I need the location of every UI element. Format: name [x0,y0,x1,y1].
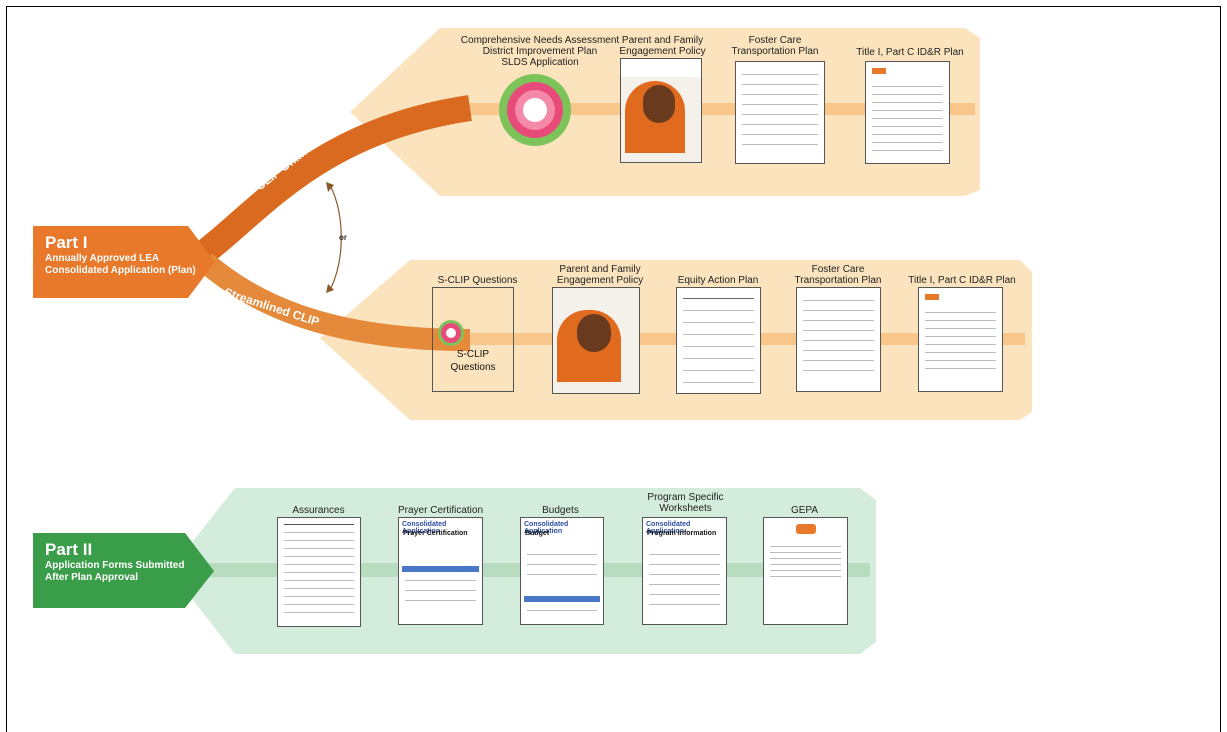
foster-online-label: Foster Care Transportation Plan [725,35,825,57]
psw-doc: Consolidated Application Program Informa… [642,517,727,625]
streamlined-branch [197,253,471,351]
psw-label-2: Worksheets [659,503,712,514]
part2-arrow [33,533,214,608]
frame-border [6,6,1221,732]
psw-form-header: Consolidated Application [646,521,691,535]
sclip-card-line-1: S-CLIP [456,349,490,360]
foster-streamlined-label-2: Transportation Plan [794,275,882,286]
part2-subtitle-2: After Plan Approval [45,572,138,583]
foster-streamlined-doc [796,287,881,392]
psw-label-1: Program Specific [647,492,724,503]
foster-streamlined-label-1: Foster Care [811,264,865,275]
part2-subtitle-1: Application Forms Submitted [45,560,185,571]
prayer-form-title: Prayer Certification [403,530,468,537]
or-label: or [339,233,347,242]
part1-arrow [33,226,215,298]
pfe-streamlined-label: Parent and Family Engagement Policy [550,264,650,286]
sclip-doc: S-CLIP Questions [432,287,514,392]
pfe-streamlined-doc [552,287,640,394]
or-arrow-head-top [326,182,334,192]
title1-streamlined-label: Title I, Part C ID&R Plan [908,275,1016,286]
cna-wheel [499,74,571,146]
pfe-streamlined-label-2: Engagement Policy [556,275,644,286]
part2-title: Part II [45,540,93,559]
or-arrow [329,184,342,291]
part1-subtitle-2: Consolidated Application (Plan) [45,265,196,276]
sclip-card-text: S-CLIP Questions [433,348,513,374]
title1-streamlined-doc [918,287,1003,392]
equity-doc [676,287,761,394]
gepa-label: GEPA [790,505,819,516]
part1-title: Part I [45,233,88,252]
clip-online-branch [197,95,472,263]
equity-label: Equity Action Plan [677,275,759,286]
assurances-doc [277,517,361,627]
pfe-online-label-2: Engagement Policy [619,46,706,57]
pfe-online-label: Parent and Family Engagement Policy [615,35,710,57]
foster-online-label-1: Foster Care [748,35,802,46]
pfe-online-doc [620,58,702,163]
pfe-streamlined-label-1: Parent and Family [559,264,641,275]
psw-label: Program Specific Worksheets [638,492,733,514]
prayer-label: Prayer Certification [397,505,484,516]
foster-online-doc [735,61,825,164]
sclip-label: S-CLIP Questions [437,275,518,286]
budgets-doc: Consolidated Application Budget [520,517,604,625]
part2-label: Part II Application Forms Submitted Afte… [45,540,184,584]
budgets-form-title: Budget [525,530,550,537]
cna-label-2: District Improvement Plan [482,46,598,57]
or-arrow-head-bottom [326,284,334,293]
title1-online-doc [865,61,950,164]
budgets-label: Budgets [542,505,579,516]
sclip-wheel [438,320,464,346]
part1-label: Part I Annually Approved LEA Consolidate… [45,233,196,277]
budgets-form-header: Consolidated Application [524,521,569,535]
gepa-doc [763,517,848,625]
foster-online-label-2: Transportation Plan [731,46,819,57]
title1-online-label: Title I, Part C ID&R Plan [856,47,964,58]
assurances-label: Assurances [292,505,345,516]
cna-label: Comprehensive Needs Assessment District … [460,35,620,68]
pfe-online-label-1: Parent and Family [621,35,704,46]
cna-label-1: Comprehensive Needs Assessment [460,35,620,46]
prayer-doc: Consolidated Application Prayer Certific… [398,517,483,625]
prayer-form-header: Consolidated Application [402,521,447,535]
part1-subtitle-1: Annually Approved LEA [45,253,160,264]
psw-form-title: Program Information [647,530,717,537]
foster-streamlined-label: Foster Care Transportation Plan [788,264,888,286]
cna-label-3: SLDS Application [501,57,579,68]
sclip-card-line-2: Questions [450,362,496,373]
